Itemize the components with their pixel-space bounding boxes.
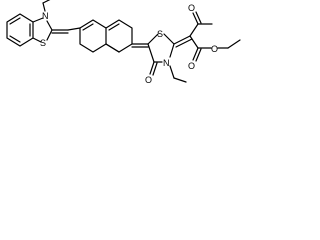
ring-bond	[147, 33, 159, 45]
thiazolidinone-group	[147, 33, 193, 83]
acetyl-carbonyl-bond	[192, 12, 199, 25]
left-ring	[79, 19, 107, 53]
atom-label-o: O	[145, 75, 152, 85]
exocyclic-double-bond	[173, 35, 191, 45]
n-ethyl-bond	[42, 0, 51, 4]
structure-drawing: N S S N O O O O	[6, 0, 241, 85]
acetyl-bond	[189, 23, 199, 37]
naphthalene-group	[79, 19, 149, 53]
atom-labels: N S S N O O O O	[40, 3, 218, 85]
atom-label-n: N	[163, 58, 170, 68]
atom-label-o: O	[211, 44, 218, 54]
bond-s-c	[32, 37, 42, 43]
ring-bond	[147, 43, 155, 63]
ester-carbonyl-bond	[192, 47, 199, 61]
acetoacetate-group	[189, 11, 241, 62]
bond-c-n	[32, 17, 44, 23]
acetyl-carbonyl-bond	[195, 11, 202, 24]
ester-bond	[189, 35, 199, 49]
bond-n-c2	[46, 20, 53, 31]
right-ring-double-bond	[108, 23, 120, 31]
molecule-canvas: N S S N O O O O	[6, 0, 241, 85]
left-ring-double-bond	[82, 23, 94, 31]
benzene-double-bond	[9, 17, 21, 25]
n-ethyl-bond	[173, 77, 187, 83]
benzene-double-bond	[9, 35, 21, 43]
right-ring	[105, 19, 133, 53]
ester-carbonyl-bond	[195, 48, 202, 62]
ethoxy-bond	[227, 39, 241, 49]
ring-bond	[169, 43, 175, 58]
bond-c2-s	[46, 29, 53, 41]
benzene-ring	[6, 13, 34, 47]
ring-bond	[163, 33, 175, 45]
carbonyl-bond	[149, 61, 155, 75]
carbonyl-bond	[152, 62, 158, 76]
atom-label-o: O	[188, 61, 195, 71]
n-ethyl-bond	[169, 65, 175, 79]
benzothiazole-group	[6, 0, 81, 47]
n-ethyl-bond	[42, 2, 46, 12]
atom-label-n: N	[42, 11, 49, 21]
methine-bond	[67, 27, 81, 31]
atom-label-s: S	[40, 38, 46, 48]
atom-label-s: S	[157, 29, 163, 39]
exocyclic-double-bond	[175, 38, 193, 48]
atom-label-o: O	[188, 3, 195, 13]
